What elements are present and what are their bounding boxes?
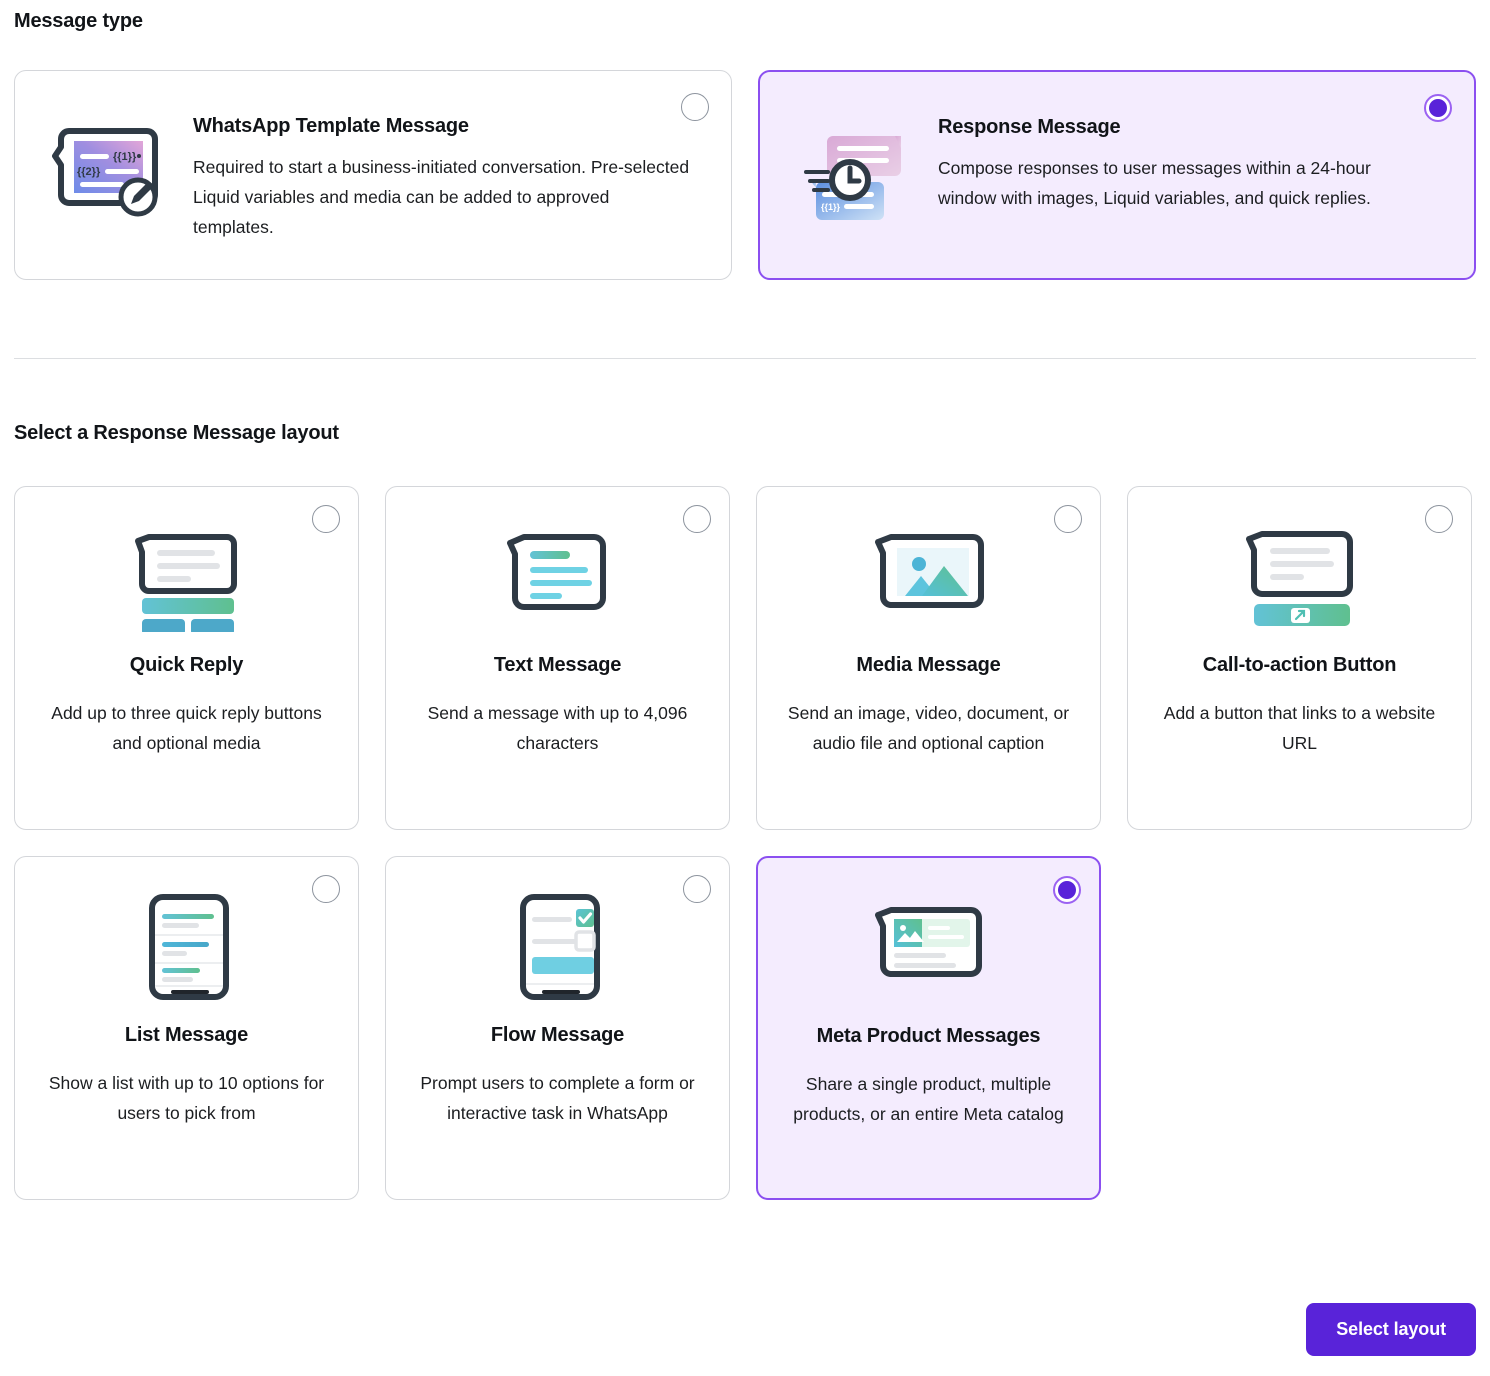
message-type-card-group: {{1}} {{2}} WhatsApp Template Message Re… (14, 70, 1476, 280)
page-title-layout: Select a Response Message layout (14, 422, 339, 444)
message-type-title: Response Message (938, 116, 1121, 138)
message-type-text-response-message: Response Message Compose responses to us… (938, 114, 1434, 213)
layout-description: Share a single product, multiple product… (793, 1074, 1064, 1124)
layout-card-meta-product-messages[interactable]: Meta Product Messages Share a single pro… (756, 856, 1101, 1200)
meta-product-icon (869, 892, 989, 1002)
quick-reply-icon (127, 521, 247, 632)
section-divider (14, 358, 1476, 359)
radio-text-message[interactable] (683, 505, 711, 533)
layout-description: Send an image, video, document, or audio… (787, 703, 1070, 753)
layout-card-text-message[interactable]: Text Message Send a message with up to 4… (385, 486, 730, 830)
text-message-icon (498, 521, 618, 631)
layout-title: Quick Reply (129, 654, 244, 676)
layout-card-grid: Quick Reply Add up to three quick reply … (14, 486, 1472, 1200)
svg-text:{{1}}: {{1}} (113, 151, 137, 163)
layout-card-call-to-action-button[interactable]: Call-to-action Button Add a button that … (1127, 486, 1472, 830)
flow-message-icon (498, 891, 618, 1001)
page-title-message-type: Message type (14, 10, 143, 32)
layout-title: Call-to-action Button (1202, 654, 1397, 676)
layout-description: Send a message with up to 4,096 characte… (427, 703, 688, 753)
radio-list-message[interactable] (312, 875, 340, 903)
layout-title: Media Message (856, 654, 1001, 676)
layout-title: Meta Product Messages (816, 1025, 1041, 1047)
layout-description: Add a button that links to a website URL (1163, 703, 1436, 753)
response-message-icon: {{1}} (796, 120, 912, 230)
svg-text:{{1}}: {{1}} (821, 202, 841, 212)
svg-text:{{2}}: {{2}} (77, 166, 101, 178)
layout-description: Show a list with up to 10 options for us… (48, 1073, 325, 1123)
layout-card-flow-message[interactable]: Flow Message Prompt users to complete a … (385, 856, 730, 1200)
message-type-title: WhatsApp Template Message (193, 115, 469, 137)
radio-flow-message[interactable] (683, 875, 711, 903)
layout-title: Text Message (493, 654, 622, 676)
layout-card-media-message[interactable]: Media Message Send an image, video, docu… (756, 486, 1101, 830)
layout-description: Add up to three quick reply buttons and … (51, 703, 322, 753)
select-layout-button[interactable]: Select layout (1306, 1303, 1476, 1356)
radio-media-message[interactable] (1054, 505, 1082, 533)
media-message-icon (869, 521, 989, 631)
layout-card-quick-reply[interactable]: Quick Reply Add up to three quick reply … (14, 486, 359, 830)
list-message-icon (127, 891, 247, 1001)
message-type-description: Compose responses to user messages withi… (938, 158, 1371, 208)
layout-title: Flow Message (490, 1024, 625, 1046)
radio-response-message[interactable] (1424, 94, 1452, 122)
radio-quick-reply[interactable] (312, 505, 340, 533)
message-type-description: Required to start a business-initiated c… (193, 157, 690, 237)
layout-title: List Message (124, 1024, 249, 1046)
layout-card-list-message[interactable]: List Message Show a list with up to 10 o… (14, 856, 359, 1200)
radio-meta-product-messages[interactable] (1053, 876, 1081, 904)
layout-description: Prompt users to complete a form or inter… (420, 1073, 695, 1123)
message-type-card-whatsapp-template[interactable]: {{1}} {{2}} WhatsApp Template Message Re… (14, 70, 732, 280)
message-type-text-whatsapp-template: WhatsApp Template Message Required to st… (193, 113, 691, 242)
footer-actions: Select layout (1306, 1303, 1476, 1356)
message-type-card-response-message[interactable]: {{1}} Response Message Compose responses… (758, 70, 1476, 280)
template-message-icon: {{1}} {{2}} (51, 119, 167, 229)
radio-whatsapp-template[interactable] (681, 93, 709, 121)
call-to-action-icon (1240, 521, 1360, 631)
radio-call-to-action-button[interactable] (1425, 505, 1453, 533)
